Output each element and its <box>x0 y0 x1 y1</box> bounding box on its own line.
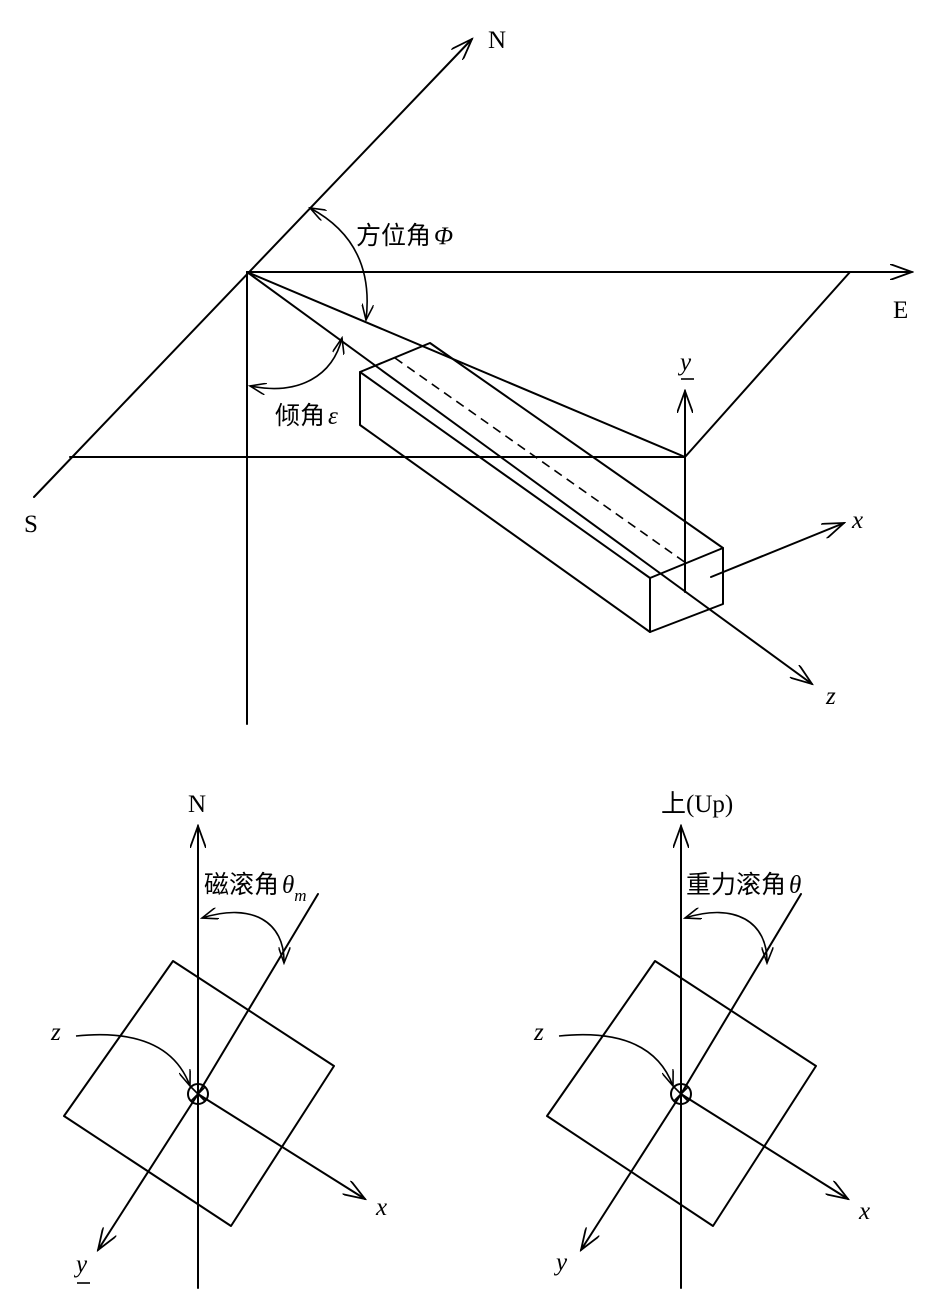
z-axis-into-page-icon <box>187 1083 209 1105</box>
y-axis-arrow <box>98 1093 199 1250</box>
body-top-face <box>359 342 724 579</box>
azimuth-arc <box>310 208 367 320</box>
cross-section-square <box>546 960 817 1227</box>
inclination-symbol: ε <box>328 403 338 430</box>
magnetic-roll-arc <box>202 912 284 963</box>
roll-reference-line <box>680 893 802 1095</box>
horizontal-plane-right-edge <box>684 271 851 458</box>
roll-theta-symbol: θ <box>789 872 801 899</box>
roll-reference-line <box>197 893 319 1095</box>
z-axis-label: z <box>533 1019 544 1046</box>
azimuth-symbol: Φ <box>434 223 453 250</box>
x-axis-label: x <box>851 507 863 534</box>
body-left-face <box>359 371 651 633</box>
y-axis-label: y <box>73 1251 88 1278</box>
x-axis-label: x <box>858 1198 870 1225</box>
x-axis-arrow <box>197 1093 365 1199</box>
north-label: N <box>488 27 506 54</box>
z-axis-label: z <box>50 1019 61 1046</box>
south-label: S <box>24 511 38 538</box>
instrument-body <box>359 342 724 633</box>
z-pointer-curve <box>558 1033 673 1086</box>
z-pointer-curve <box>75 1033 190 1086</box>
x-axis-label: x <box>375 1194 387 1221</box>
magnetic-roll-text: 磁滚角 <box>204 871 279 899</box>
up-label: 上(Up) <box>661 790 733 818</box>
cross-section-square <box>63 960 335 1227</box>
inclination-arc <box>250 338 342 388</box>
body-end-face <box>649 547 724 633</box>
north-south-axis <box>33 39 472 498</box>
inclination-text: 倾角 <box>275 402 325 430</box>
roll-theta-symbol: θ <box>282 872 294 899</box>
east-label: E <box>893 297 908 324</box>
z-axis-label: z <box>825 683 836 710</box>
z-axis-into-page-icon <box>670 1083 692 1105</box>
body-center-line <box>394 357 687 564</box>
y-axis-label: y <box>553 1249 568 1276</box>
roll-theta-subscript: m <box>294 886 306 905</box>
gravity-roll-text: 重力滚角 <box>686 871 786 899</box>
z-axis-line <box>246 271 812 684</box>
y-axis-label: y <box>677 349 692 376</box>
gravity-roll-arc <box>685 912 767 963</box>
azimuth-text: 方位角 <box>356 222 431 250</box>
x-axis-arrow <box>680 1093 848 1199</box>
x-axis-arrow <box>710 522 844 578</box>
y-axis-arrow <box>581 1093 682 1250</box>
north-label: N <box>188 791 206 818</box>
